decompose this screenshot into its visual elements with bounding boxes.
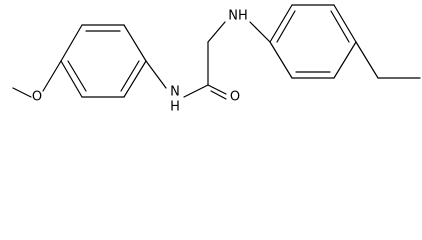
bond xyxy=(355,41,379,79)
bond xyxy=(249,21,271,43)
double-bond xyxy=(276,10,296,43)
bond xyxy=(269,4,293,43)
ethyl-group xyxy=(355,41,421,79)
carbonyl-bond xyxy=(210,90,227,100)
bond xyxy=(269,41,293,79)
bond xyxy=(42,60,62,92)
carbonyl-bond xyxy=(207,84,227,95)
bond xyxy=(60,60,83,98)
bond xyxy=(333,4,357,43)
bond xyxy=(145,60,167,89)
bond xyxy=(123,24,147,62)
bond xyxy=(207,21,226,43)
bond xyxy=(123,60,147,98)
amide-hydrogen-label: H xyxy=(170,100,180,115)
bond xyxy=(60,24,83,62)
bond xyxy=(333,41,357,79)
bond xyxy=(183,84,209,98)
ethylphenyl-ring xyxy=(269,4,357,79)
double-bond xyxy=(330,10,350,43)
methoxyphenyl-ring xyxy=(60,24,147,98)
carbonyl-oxygen-label: O xyxy=(230,90,240,105)
methoxy-oxygen-label: O xyxy=(32,90,42,105)
bond xyxy=(12,87,32,98)
amide-linker: N H O xyxy=(145,41,240,115)
amine-nh-label: NH xyxy=(228,9,248,24)
methylene-amine: NH xyxy=(207,9,271,43)
amide-nitrogen-label: N xyxy=(170,85,180,100)
double-bond xyxy=(67,60,87,92)
methoxy-group: O xyxy=(12,60,62,105)
double-bond xyxy=(120,60,140,92)
chemical-structure: O N H O NH xyxy=(12,4,421,115)
